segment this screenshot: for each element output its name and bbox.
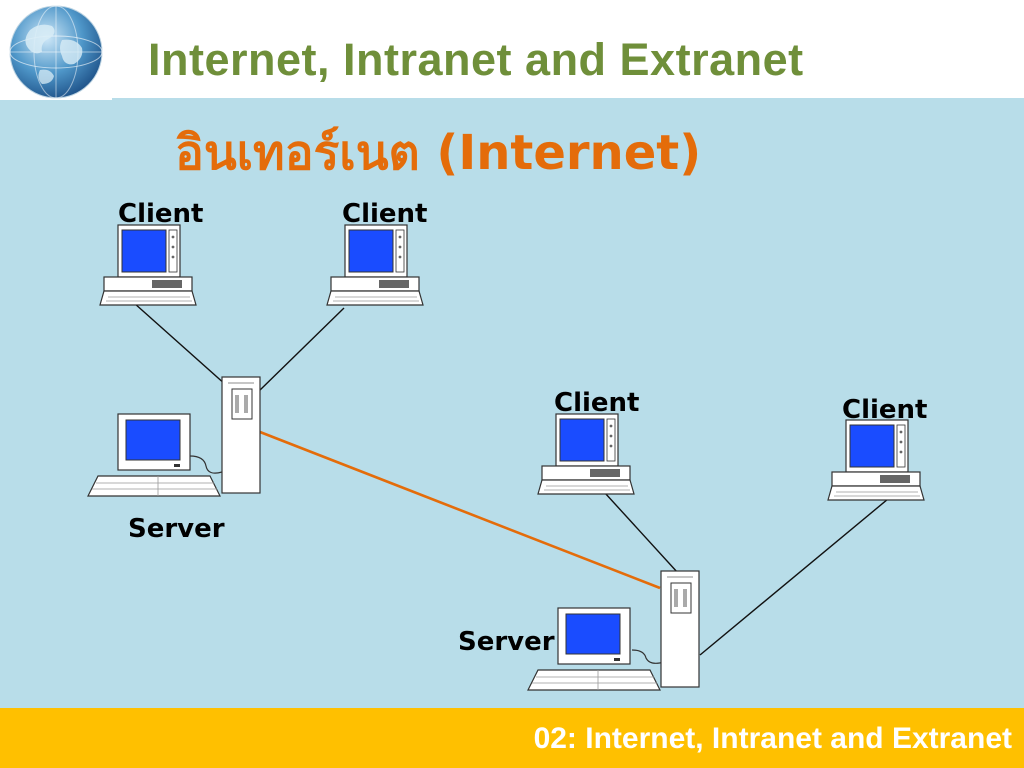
link-server1-server2 [259,430,661,590]
link-client2-server1 [257,307,345,393]
server-label-2: Server [458,627,555,657]
client-label-4: Client [842,395,928,425]
footer-bar: 02: Internet, Intranet and Extranet [0,708,1024,768]
header-divider [112,93,1024,98]
link-client1-server1 [133,302,227,386]
client-label-2: Client [342,199,428,229]
client-computer-icon [827,419,925,501]
client-label-3: Client [554,388,640,418]
link-client4-server2 [699,493,895,656]
globe-icon [9,5,103,99]
server-label-1: Server [128,514,225,544]
link-client3-server2 [604,492,679,574]
client-label-1: Client [118,199,204,229]
client-computer-icon [99,224,197,306]
server-workstation-icon [87,413,221,497]
client-computer-icon [326,224,424,306]
slide-title: Internet, Intranet and Extranet [148,34,804,85]
footer-text: 02: Internet, Intranet and Extranet [533,722,1012,755]
logo [0,0,112,100]
server-tower-icon [221,376,261,494]
header-bar [0,0,1024,93]
server-tower-icon [660,570,700,688]
network-diagram [87,224,925,691]
slide-subtitle: อินเทอร์เนต (Internet) [175,125,702,181]
client-computer-icon [537,413,635,495]
